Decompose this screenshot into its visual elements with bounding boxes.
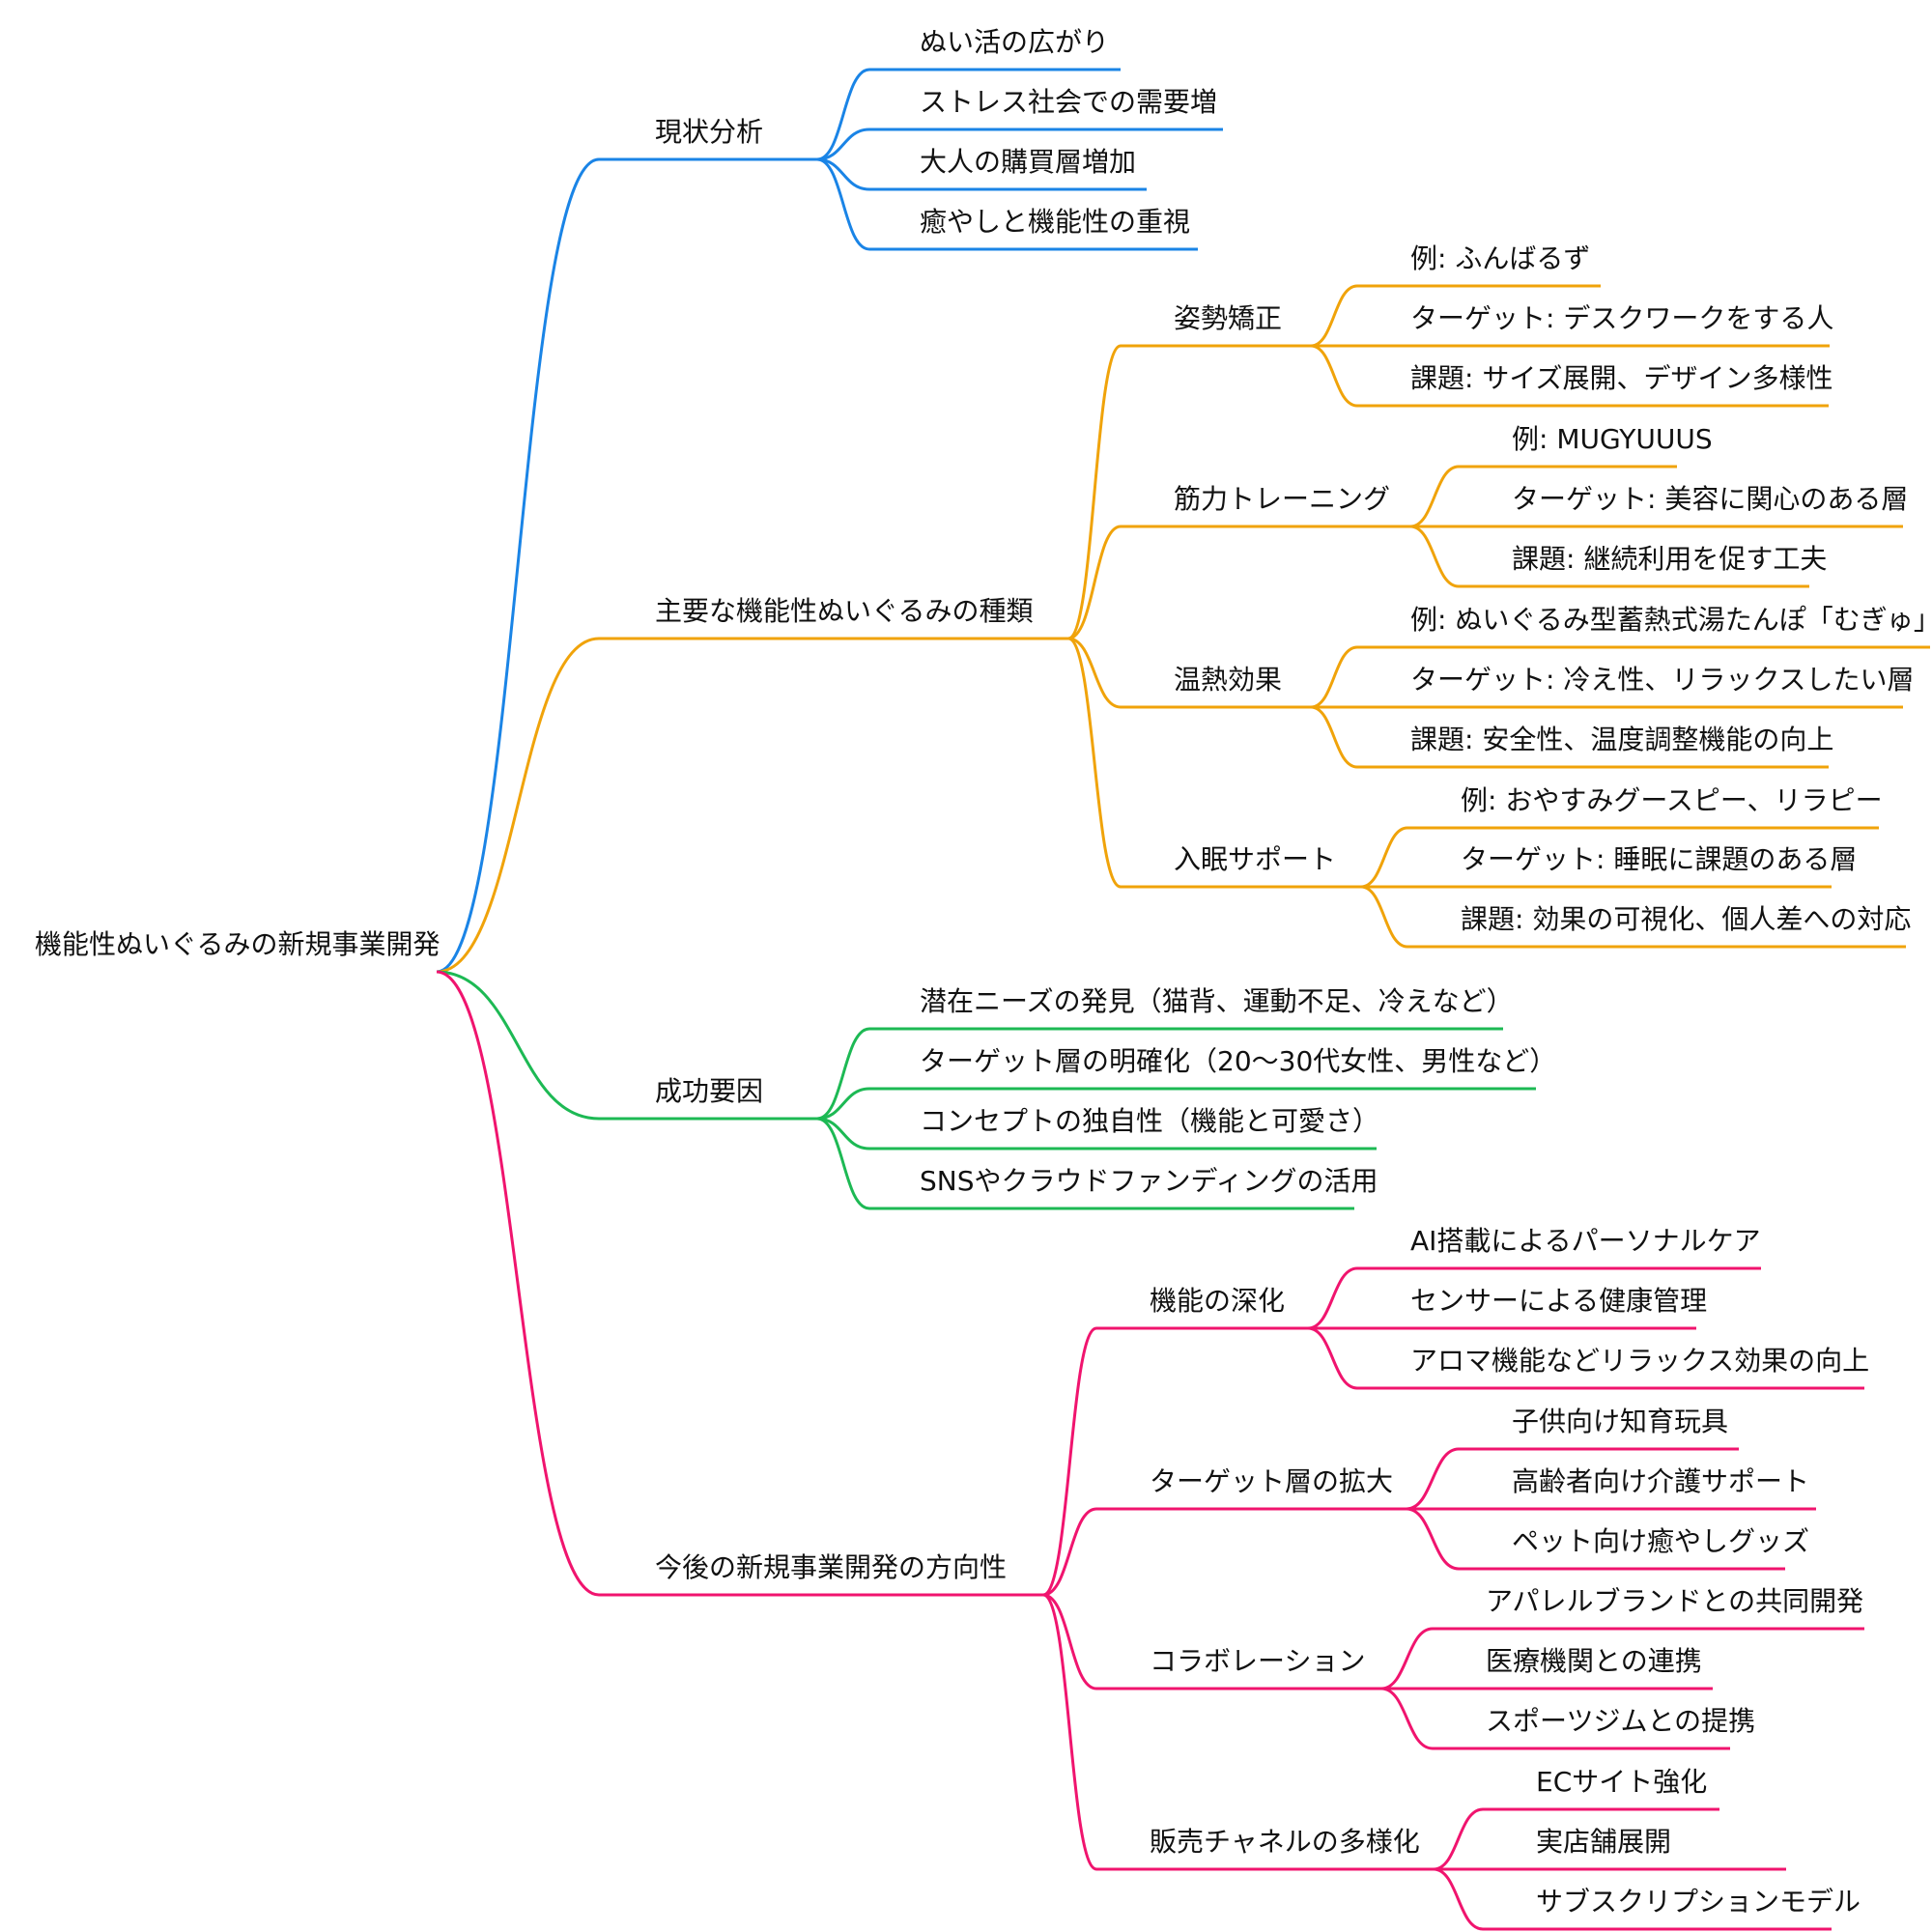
leaf-connector-1-3-0	[1360, 826, 1408, 889]
root-node-label: 機能性ぬいぐるみの新規事業開発	[35, 928, 440, 960]
sub-label-1-3: 入眠サポート	[1174, 843, 1337, 875]
leaf-connector-0-1	[816, 128, 870, 161]
branch-label-0: 現状分析	[655, 116, 764, 148]
branch-label-2: 成功要因	[655, 1075, 764, 1107]
leaf-label-3-2-2: スポーツジムとの提携	[1486, 1705, 1756, 1737]
sub-label-3-1: ターゲット層の拡大	[1150, 1465, 1394, 1497]
leaf-label-0-1: ストレス社会での需要増	[920, 86, 1218, 118]
leaf-label-3-1-0: 子供向け知育玩具	[1512, 1406, 1729, 1437]
leaf-label-1-2-0: 例: ぬいぐるみ型蓄熱式湯たんぽ「むぎゅ」	[1410, 604, 1932, 636]
leaf-connector-3-1-2	[1406, 1507, 1460, 1571]
leaf-label-1-0-0: 例: ふんばるず	[1410, 242, 1591, 274]
sub-label-1-0: 姿勢矯正	[1174, 302, 1283, 334]
leaf-label-1-1-2: 課題: 継続利用を促す工夫	[1512, 543, 1828, 575]
sub-connector-1-2	[1067, 637, 1122, 709]
leaf-connector-3-1-0	[1406, 1447, 1460, 1511]
leaf-connector-1-0-2	[1310, 344, 1358, 408]
leaf-label-1-2-1: ターゲット: 冷え性、リラックスしたい層	[1410, 664, 1915, 696]
leaf-connector-3-2-0	[1380, 1627, 1434, 1690]
leaf-label-1-0-1: ターゲット: デスクワークをする人	[1410, 302, 1834, 334]
leaf-label-3-1-2: ペット向け癒やしグッズ	[1512, 1525, 1810, 1557]
leaf-label-1-1-1: ターゲット: 美容に関心のある層	[1512, 483, 1909, 515]
sub-label-1-2: 温熱効果	[1174, 664, 1283, 696]
root-branch-connector-2	[436, 970, 600, 1121]
leaf-connector-3-0-0	[1307, 1266, 1358, 1330]
sub-connector-3-1	[1042, 1507, 1097, 1597]
leaf-connector-3-3-0	[1433, 1807, 1484, 1871]
root-branch-connector-1	[436, 637, 600, 974]
leaf-label-2-2: コンセプトの独自性（機能と可愛さ）	[920, 1105, 1380, 1137]
leaf-label-3-3-1: 実店舗展開	[1536, 1826, 1672, 1858]
leaf-connector-2-1	[816, 1087, 870, 1121]
leaf-connector-1-2-0	[1310, 645, 1358, 709]
leaf-connector-3-3-2	[1433, 1867, 1484, 1931]
leaf-connector-3-2-2	[1380, 1687, 1434, 1750]
leaf-connector-1-0-0	[1310, 284, 1358, 348]
leaf-connector-2-0	[816, 1027, 870, 1121]
root-branch-connector-3	[436, 970, 600, 1597]
sub-connector-1-0	[1067, 344, 1122, 640]
sub-label-3-3: 販売チャネルの多様化	[1150, 1826, 1420, 1858]
leaf-label-0-0: ぬい活の広がり	[920, 26, 1110, 58]
leaf-label-1-3-2: 課題: 効果の可視化、個人差への対応	[1461, 903, 1912, 935]
branch-label-1: 主要な機能性ぬいぐるみの種類	[655, 595, 1034, 627]
sub-connector-3-3	[1042, 1593, 1097, 1871]
leaf-connector-3-0-2	[1307, 1326, 1358, 1390]
leaf-connector-0-3	[816, 157, 870, 251]
sub-connector-3-2	[1042, 1593, 1097, 1690]
leaf-connector-1-1-0	[1409, 465, 1460, 528]
leaf-connector-1-2-2	[1310, 705, 1358, 769]
leaf-connector-1-3-2	[1360, 885, 1408, 949]
leaf-label-1-3-1: ターゲット: 睡眠に課題のある層	[1461, 843, 1858, 875]
leaf-label-0-3: 癒やしと機能性の重視	[920, 206, 1191, 238]
leaf-label-3-3-2: サブスクリプションモデル	[1536, 1886, 1861, 1918]
leaf-label-3-2-1: 医療機関との連携	[1486, 1645, 1702, 1677]
leaf-connector-0-0	[816, 68, 870, 161]
leaf-label-3-3-0: ECサイト強化	[1536, 1766, 1708, 1798]
leaf-label-1-2-2: 課題: 安全性、温度調整機能の向上	[1410, 724, 1834, 755]
leaf-label-1-0-2: 課題: サイズ展開、デザイン多様性	[1410, 362, 1833, 394]
leaf-connector-2-3	[816, 1117, 870, 1210]
leaf-label-3-0-0: AI搭載によるパーソナルケア	[1410, 1225, 1761, 1257]
leaf-label-3-0-2: アロマ機能などリラックス効果の向上	[1410, 1345, 1870, 1377]
root-branch-connector-0	[436, 157, 600, 974]
leaf-label-2-1: ターゲット層の明確化（20〜30代女性、男性など）	[920, 1045, 1557, 1077]
leaf-connector-1-1-2	[1409, 525, 1460, 588]
leaf-label-3-2-0: アパレルブランドとの共同開発	[1486, 1585, 1864, 1617]
branch-label-3: 今後の新規事業開発の方向性	[655, 1551, 1008, 1583]
sub-connector-1-1	[1067, 525, 1122, 640]
leaf-label-3-0-1: センサーによる健康管理	[1410, 1285, 1708, 1317]
sub-connector-3-0	[1042, 1326, 1097, 1597]
sub-label-1-1: 筋力トレーニング	[1174, 483, 1391, 515]
leaf-label-0-2: 大人の購買層増加	[920, 146, 1137, 178]
leaf-label-1-3-0: 例: おやすみグースピー、リラピー	[1461, 784, 1883, 816]
leaf-label-1-1-0: 例: MUGYUUUS	[1512, 423, 1713, 455]
leaf-label-2-0: 潜在ニーズの発見（猫背、運動不足、冷えなど）	[920, 985, 1514, 1017]
leaf-label-2-3: SNSやクラウドファンディングの活用	[920, 1165, 1378, 1197]
leaf-label-3-1-1: 高齢者向け介護サポート	[1512, 1465, 1810, 1497]
sub-connector-1-3	[1067, 637, 1122, 889]
sub-label-3-0: 機能の深化	[1150, 1285, 1286, 1317]
sub-label-3-2: コラボレーション	[1150, 1645, 1366, 1677]
